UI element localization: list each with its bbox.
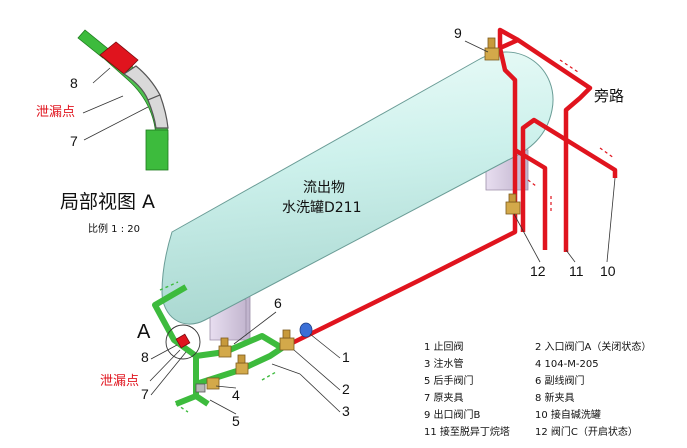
detail-view-title: 局部视图 A bbox=[60, 191, 155, 213]
callout-11: 11 bbox=[569, 263, 584, 279]
valve-inlet-a bbox=[279, 329, 295, 351]
leader-2 bbox=[293, 349, 341, 391]
detail-old-clamp bbox=[122, 65, 169, 129]
detail-green-pipe-lower bbox=[145, 129, 169, 171]
legend-left-1: 3 注水管 bbox=[424, 357, 464, 370]
callout-7: 7 bbox=[141, 386, 149, 402]
detail-callout-7: 7 bbox=[70, 133, 78, 149]
legend-right-1: 4 104-M-205 bbox=[535, 359, 599, 370]
detail-new-clamp bbox=[99, 41, 139, 75]
legend-left-2: 5 后手阀门 bbox=[424, 374, 474, 387]
callout-6: 6 bbox=[274, 295, 282, 311]
callout-10: 10 bbox=[600, 263, 616, 279]
leader-9 bbox=[464, 40, 489, 53]
red-piping bbox=[285, 27, 618, 349]
legend-right-4: 10 接自碱洗罐 bbox=[535, 408, 601, 421]
red-flow-arrows bbox=[527, 59, 615, 214]
valve-downstream bbox=[235, 354, 249, 375]
valve-outlet-b bbox=[484, 37, 500, 61]
detail-view-marker-circle bbox=[165, 324, 201, 360]
leader-10 bbox=[606, 177, 616, 263]
detail-leader-leak bbox=[82, 95, 124, 114]
callout-4: 4 bbox=[232, 387, 240, 403]
legend-right-2: 6 副线阀门 bbox=[535, 374, 585, 387]
callout-1: 1 bbox=[342, 349, 350, 365]
leader-3b bbox=[271, 363, 301, 375]
leak-label-main: 泄漏点 bbox=[100, 373, 139, 389]
detail-view-a: 8 泄漏点 7 局部视图 A 比例 1 : 20 bbox=[36, 29, 169, 235]
leader-1 bbox=[309, 333, 341, 359]
leader-8 bbox=[150, 344, 178, 360]
legend-left-5: 11 接至脱异丁烷塔 bbox=[424, 425, 510, 438]
leader-3 bbox=[299, 373, 341, 413]
callout-12: 12 bbox=[530, 263, 546, 279]
leader-6 bbox=[233, 311, 277, 345]
callout-2: 2 bbox=[342, 381, 350, 397]
tank-label-line1: 流出物 bbox=[303, 180, 345, 196]
legend-right-0: 2 入口阀门A（关闭状态） bbox=[535, 340, 651, 353]
valve-bypass bbox=[218, 337, 232, 358]
legend-left-4: 9 出口阀门B bbox=[424, 408, 481, 421]
callout-9: 9 bbox=[454, 25, 462, 41]
leader-5 bbox=[209, 399, 237, 415]
callouts: 8 泄漏点 7 4 5 6 1 2 3 9 12 11 10 bbox=[100, 25, 616, 429]
legend-left-0: 1 止回阀 bbox=[424, 340, 464, 353]
detail-view-scale: 比例 1 : 20 bbox=[88, 222, 140, 235]
detail-callout-8: 8 bbox=[70, 75, 78, 91]
detail-leak-label: 泄漏点 bbox=[36, 104, 75, 120]
legend: 1 止回阀 3 注水管 5 后手阀门 7 原夹具 9 出口阀门B 11 接至脱异… bbox=[424, 340, 651, 438]
callout-8: 8 bbox=[141, 349, 149, 365]
leader-leak bbox=[149, 349, 181, 382]
leader-12 bbox=[513, 213, 541, 263]
clamp-at-leak bbox=[175, 333, 191, 349]
check-valve bbox=[299, 322, 313, 338]
detail-leader-8 bbox=[92, 67, 111, 84]
bypass-label: 旁路 bbox=[594, 87, 624, 105]
green-flow-arrows bbox=[159, 281, 277, 413]
callout-3: 3 bbox=[342, 403, 350, 419]
legend-left-3: 7 原夹具 bbox=[424, 391, 464, 404]
valves bbox=[175, 37, 521, 393]
valve-104-m-205 bbox=[195, 377, 220, 393]
detail-leader-7 bbox=[83, 106, 149, 141]
leader-7 bbox=[150, 351, 187, 396]
leader-11 bbox=[565, 249, 576, 263]
view-marker-a: A bbox=[137, 321, 151, 343]
legend-right-5: 12 阀门C（开启状态） bbox=[535, 425, 638, 438]
legend-right-3: 8 新夹具 bbox=[535, 391, 575, 404]
leader-4 bbox=[215, 385, 237, 389]
callout-5: 5 bbox=[232, 413, 240, 429]
green-piping bbox=[152, 284, 284, 407]
valve-c bbox=[505, 193, 521, 215]
tank-label-line2: 水洗罐D211 bbox=[282, 200, 362, 216]
